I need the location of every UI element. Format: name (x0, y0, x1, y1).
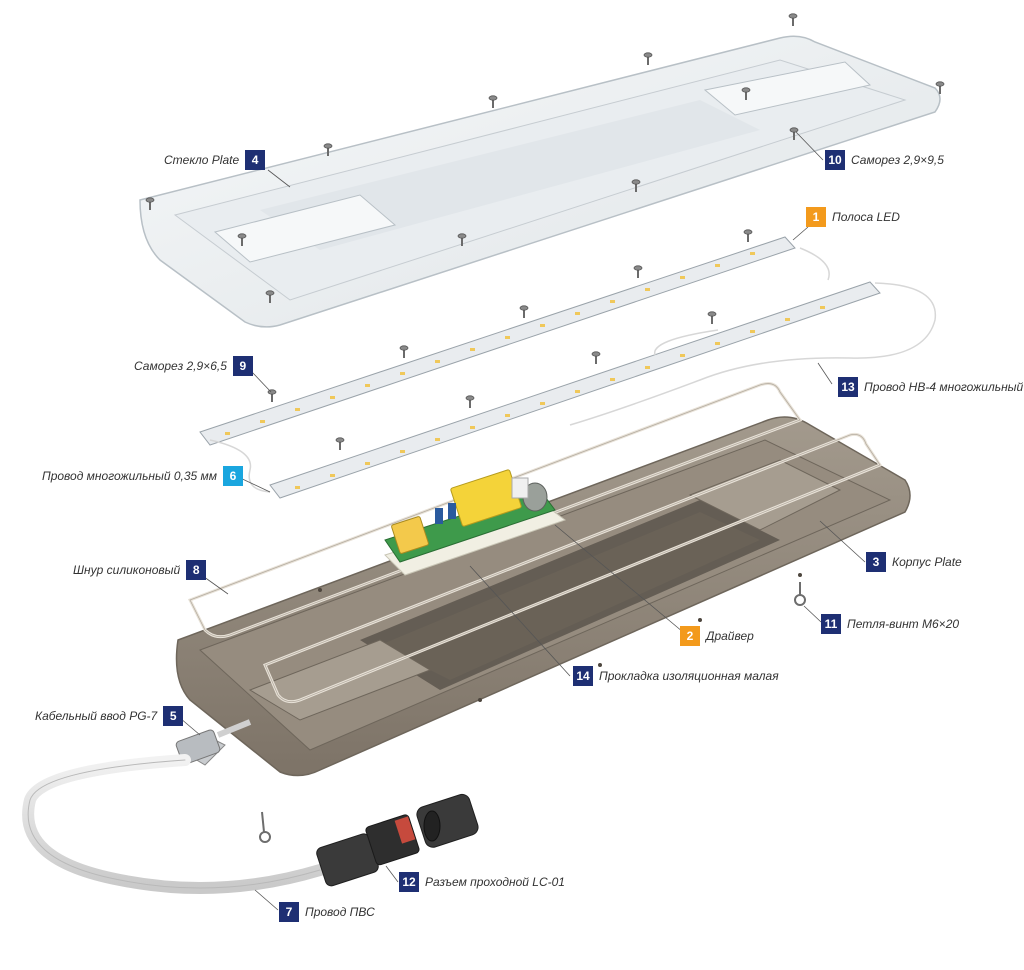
wires (209, 247, 937, 493)
callout-connector-badge: 12 (399, 872, 419, 892)
callout-glass-badge: 4 (245, 150, 266, 170)
callout-pvs-cable: 7 Провод ПВС (279, 902, 375, 922)
callout-wire-035: Провод многожильный 0,35 мм 6 (42, 466, 243, 486)
callout-silicone-cord-badge: 8 (186, 560, 207, 580)
callout-cable-gland-text: Кабельный ввод PG-7 (35, 709, 158, 723)
callout-housing-text: Корпус Plate (892, 555, 962, 569)
callout-driver: 2 Драйвер (680, 626, 754, 646)
callout-loop-screw-badge: 11 (821, 614, 841, 634)
callout-insulation-pad-text: Прокладка изоляционная малая (599, 669, 779, 683)
callout-pvs-cable-badge: 7 (279, 902, 299, 922)
callout-connector-text: Разъем проходной LC-01 (425, 875, 565, 889)
loop-screw-bottom (259, 811, 271, 843)
callout-led-strip-text: Полоса LED (832, 210, 900, 224)
callout-wire-hb4: 13 Провод НВ-4 многожильный (838, 377, 1023, 397)
callout-led-strip-badge: 1 (806, 207, 826, 227)
callout-screw-6-5: Саморез 2,9×6,5 9 (134, 356, 253, 376)
callout-wire-035-text: Провод многожильный 0,35 мм (42, 469, 217, 483)
callout-cable-gland: Кабельный ввод PG-7 5 (35, 706, 184, 726)
callout-screw-9-5: 10 Саморез 2,9×9,5 (825, 150, 944, 170)
callout-connector: 12 Разъем проходной LC-01 (399, 872, 565, 892)
callout-cable-gland-badge: 5 (163, 706, 184, 726)
callout-driver-text: Драйвер (706, 629, 754, 643)
led-strips (199, 236, 881, 499)
callout-screw-9-5-text: Саморез 2,9×9,5 (851, 153, 944, 167)
callout-loop-screw: 11 Петля-винт М6×20 (821, 614, 959, 634)
pvs-cable (22, 754, 326, 894)
callout-wire-hb4-text: Провод НВ-4 многожильный (864, 380, 1024, 394)
callout-screw-9-5-badge: 10 (825, 150, 845, 170)
callout-driver-badge: 2 (680, 626, 700, 646)
housing-plate (175, 416, 911, 777)
callout-insulation-pad-badge: 14 (573, 666, 593, 686)
callout-housing-badge: 3 (866, 552, 886, 572)
callout-wire-hb4-badge: 13 (838, 377, 858, 397)
callout-silicone-cord: Шнур силиконовый 8 (73, 560, 207, 580)
callout-insulation-pad: 14 Прокладка изоляционная малая (573, 666, 779, 686)
silicone-cord (187, 382, 883, 704)
lc01-connector (316, 793, 479, 887)
loop-screw-right (794, 582, 806, 606)
callout-led-strip: 1 Полоса LED (806, 207, 900, 227)
callout-silicone-cord-text: Шнур силиконовый (73, 563, 181, 577)
callout-loop-screw-text: Петля-винт М6×20 (847, 617, 960, 631)
callout-glass-text: Стекло Plate (164, 153, 240, 167)
callout-screw-6-5-badge: 9 (232, 356, 253, 376)
callout-wire-035-badge: 6 (222, 466, 243, 486)
callout-pvs-cable-text: Провод ПВС (305, 905, 375, 919)
glass-plate (139, 35, 941, 328)
callout-housing: 3 Корпус Plate (866, 552, 962, 572)
driver-board (384, 469, 556, 563)
callout-screw-6-5-text: Саморез 2,9×6,5 (134, 359, 227, 373)
callout-glass: Стекло Plate 4 (164, 150, 266, 170)
